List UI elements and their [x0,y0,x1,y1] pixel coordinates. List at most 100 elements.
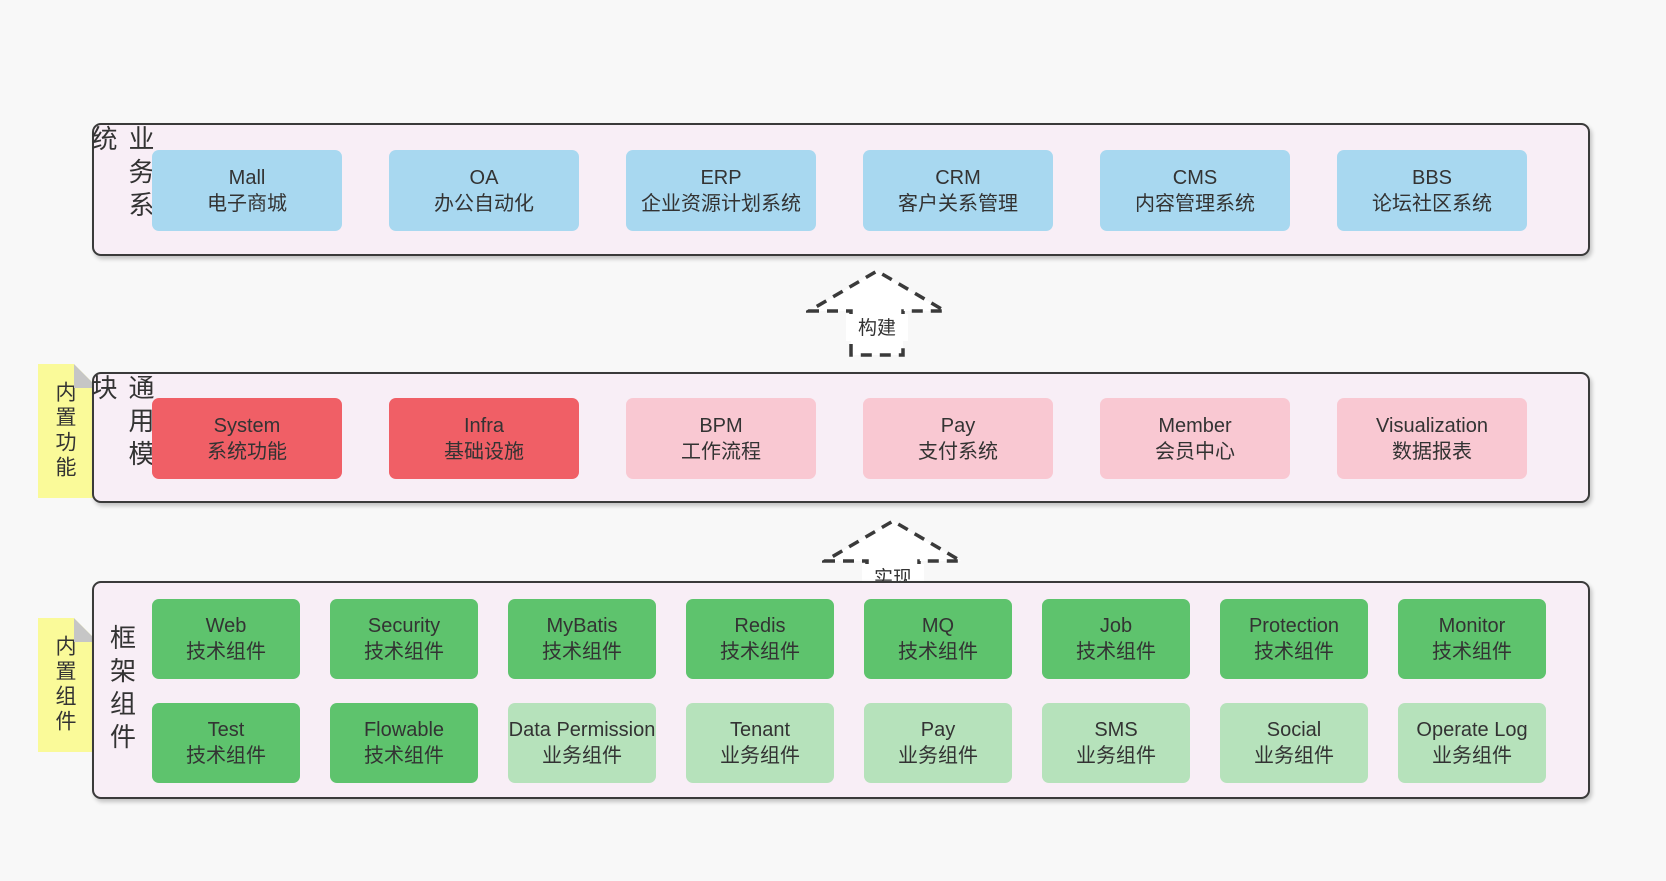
box-subtitle: 技术组件 [898,641,978,663]
box-subtitle: 企业资源计划系统 [641,192,801,215]
box-title: Security [367,615,441,637]
box-title: Member [1158,414,1232,437]
box-subtitle: 业务组件 [1076,745,1156,767]
box-subtitle: 论坛社区系统 [1372,192,1492,215]
box-subtitle: 技术组件 [186,745,266,767]
box-title: BBS [1411,166,1453,189]
builtin-components-note: 内置组件 [38,618,98,752]
box-subtitle: 技术组件 [186,641,266,663]
component-box-data-permission: Data Permission 业务组件 [508,703,656,783]
box-subtitle: 业务组件 [542,745,622,767]
box-subtitle: 技术组件 [542,641,622,663]
box-subtitle: 内容管理系统 [1135,192,1255,215]
component-box-system: System 系统功能 [152,398,342,479]
box-title: OA [469,166,499,189]
box-title: Infra [463,414,505,437]
box-title: Pay [940,414,976,437]
layer-label-text: 框架组件 [106,624,137,756]
build-arrow: 构建 [806,268,948,358]
component-box-redis: Redis 技术组件 [686,599,834,679]
box-title: Data Permission [508,719,656,741]
layer-label-text: 业务系统 [88,125,155,224]
box-title: Protection [1248,615,1340,637]
arrow-label: 构建 [858,317,896,339]
box-title: Flowable [363,719,445,741]
box-title: BPM [699,414,743,437]
box-title: Test [207,719,245,741]
component-box-security: Security 技术组件 [330,599,478,679]
component-box-flowable: Flowable 技术组件 [330,703,478,783]
component-box-bbs: BBS 论坛社区系统 [1337,150,1527,231]
box-subtitle: 业务组件 [1432,745,1512,767]
box-title: CMS [1172,166,1218,189]
box-title: System [213,414,281,437]
component-box-mybatis: MyBatis 技术组件 [508,599,656,679]
layer-label-business: 业务系统 [88,125,155,254]
box-title: Web [205,615,247,637]
component-box-erp: ERP 企业资源计划系统 [626,150,816,231]
note-text: 内置功能 [53,381,76,481]
component-box-sms: SMS 业务组件 [1042,703,1190,783]
box-title: Tenant [729,719,791,741]
box-title: CRM [935,166,981,189]
note-text: 内置组件 [53,635,76,735]
component-box-test: Test 技术组件 [152,703,300,783]
component-box-monitor: Monitor 技术组件 [1398,599,1546,679]
box-title: SMS [1094,719,1138,741]
builtin-features-note: 内置功能 [38,364,98,498]
box-subtitle: 技术组件 [364,641,444,663]
component-box-mall: Mall 电子商城 [152,150,342,231]
box-subtitle: 电子商城 [207,192,287,215]
component-box-infra: Infra 基础设施 [389,398,579,479]
box-title: MyBatis [546,615,618,637]
box-subtitle: 技术组件 [1432,641,1512,663]
box-title: Job [1099,615,1133,637]
box-subtitle: 技术组件 [1254,641,1334,663]
box-subtitle: 技术组件 [1076,641,1156,663]
box-subtitle: 工作流程 [681,440,761,463]
component-box-oa: OA 办公自动化 [389,150,579,231]
box-subtitle: 系统功能 [207,440,287,463]
layer-label-modules: 通用模块 [88,374,155,501]
component-box-visualization: Visualization 数据报表 [1337,398,1527,479]
box-title: Mall [228,166,266,189]
box-subtitle: 业务组件 [720,745,800,767]
box-subtitle: 客户关系管理 [898,192,1018,215]
box-title: Monitor [1438,615,1506,637]
box-subtitle: 业务组件 [898,745,978,767]
box-subtitle: 业务组件 [1254,745,1334,767]
component-box-protection: Protection 技术组件 [1220,599,1368,679]
component-box-member: Member 会员中心 [1100,398,1290,479]
component-box-job: Job 技术组件 [1042,599,1190,679]
component-box-web: Web 技术组件 [152,599,300,679]
business-systems-layer: 业务系统 Mall 电子商城 OA 办公自动化 ERP 企业资源计划系统 CRM 客户关系管理… [88,123,1590,256]
component-box-bpm: BPM 工作流程 [626,398,816,479]
box-subtitle: 基础设施 [444,440,524,463]
component-box-tenant: Tenant 业务组件 [686,703,834,783]
box-title: Social [1266,719,1322,741]
layer-label-text: 通用模块 [88,374,155,473]
box-subtitle: 数据报表 [1392,440,1472,463]
box-title: Redis [734,615,786,637]
box-subtitle: 办公自动化 [434,192,534,215]
component-box-social: Social 业务组件 [1220,703,1368,783]
component-box-crm: CRM 客户关系管理 [863,150,1053,231]
box-title: Visualization [1376,414,1488,437]
box-subtitle: 会员中心 [1155,440,1235,463]
layer-label-components: 框架组件 [102,583,142,797]
business-systems-row: Mall 电子商城 OA 办公自动化 ERP 企业资源计划系统 CRM 客户关系管理 CMS 内容… [94,150,1527,231]
box-title: ERP [700,166,742,189]
box-subtitle: 技术组件 [720,641,800,663]
dashed-up-arrow-icon: 构建 [806,268,948,357]
box-subtitle: 技术组件 [364,745,444,767]
